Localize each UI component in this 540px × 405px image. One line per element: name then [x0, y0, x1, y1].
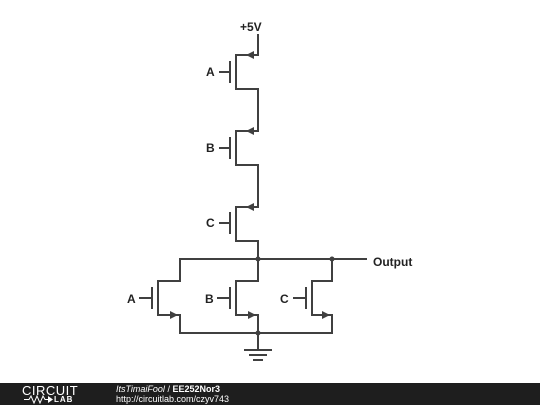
circuit-url[interactable]: http://circuitlab.com/czyv743 — [116, 394, 230, 404]
circuitlab-logo: CIRCUIT LAB — [22, 384, 102, 404]
footer-bar: CIRCUIT LAB ItsTimaiFool / EE252Nor3 htt… — [0, 383, 540, 405]
nmos-c-arrow — [322, 311, 330, 319]
nmos-a-input-label: A — [127, 292, 136, 306]
nmos-transistor-a: A — [127, 258, 181, 334]
footer-meta: ItsTimaiFool / EE252Nor3 http://circuitl… — [116, 384, 229, 404]
pmos-c-arrow — [246, 203, 254, 211]
nmos-transistor-b: B — [205, 258, 259, 334]
pmos-b-input-label: B — [206, 141, 215, 155]
ground-icon — [244, 349, 272, 361]
nmos-c-input-label: C — [280, 292, 289, 306]
pmos-b-arrow — [246, 127, 254, 135]
pmos-c-input-label: C — [206, 216, 215, 230]
meta-separator: / — [164, 384, 173, 394]
nmos-b-input-label: B — [205, 292, 214, 306]
pmos-transistor-b: B — [206, 127, 259, 166]
nmos-transistor-c: C — [280, 258, 333, 334]
supply-label: +5V — [240, 20, 262, 34]
pmos-a-arrow — [246, 51, 254, 59]
author-name[interactable]: ItsTimaiFool — [116, 384, 165, 394]
logo-top-text: CIRCUIT — [22, 383, 79, 398]
nmos-b-arrow — [248, 311, 256, 319]
pmos-a-input-label: A — [206, 65, 215, 79]
logo-bottom-text: LAB — [54, 395, 74, 404]
circuit-title[interactable]: EE252Nor3 — [172, 384, 220, 394]
pmos-transistor-c: C — [206, 203, 259, 242]
nor3-schematic: +5V A B C Output A — [127, 20, 412, 361]
output-label: Output — [373, 255, 412, 269]
pmos-transistor-a: A — [206, 51, 259, 90]
resistor-icon — [24, 395, 53, 404]
nmos-a-arrow — [170, 311, 178, 319]
